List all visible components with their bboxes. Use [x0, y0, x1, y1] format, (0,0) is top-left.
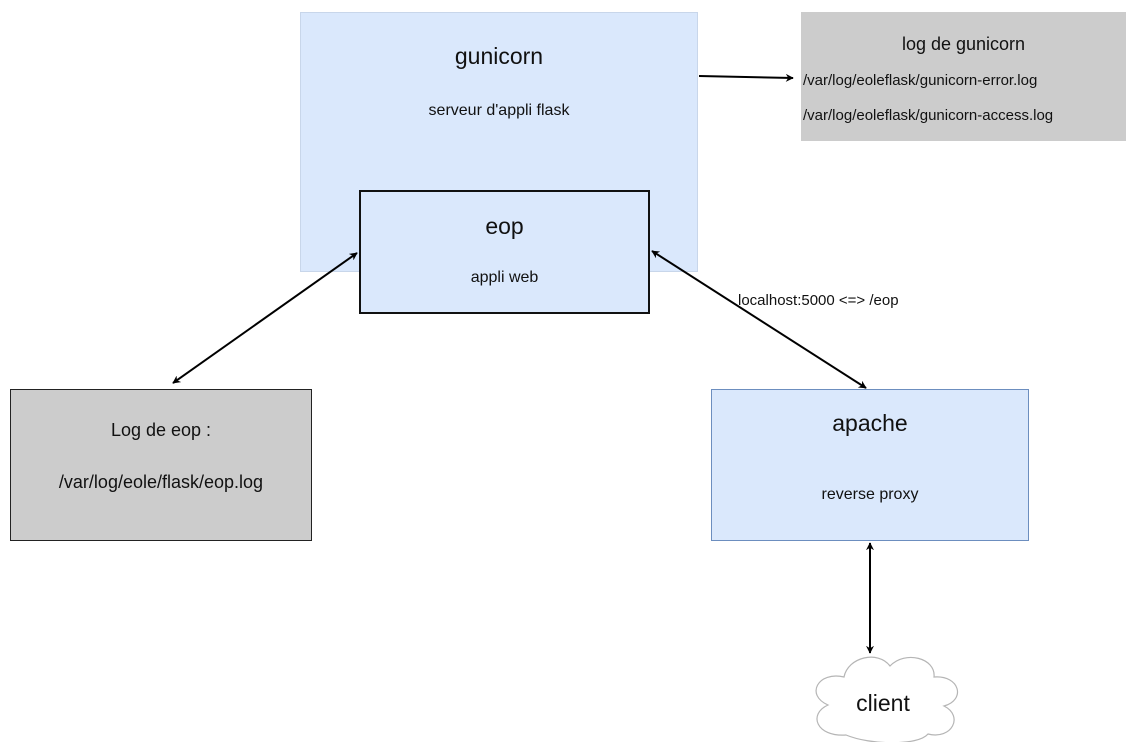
eop-log-title: Log de eop :: [110, 420, 212, 440]
eop-node: eop appli web: [359, 190, 650, 314]
apache-title: apache: [832, 410, 908, 436]
client-cloud-shape: [815, 656, 959, 742]
edge-eop-to-apache: [651, 250, 867, 389]
gunicorn-title: gunicorn: [454, 43, 544, 69]
edge-label-localhost: localhost:5000 <=> /eop: [738, 292, 899, 309]
gunicorn-subtitle: serveur d'appli flask: [428, 102, 570, 119]
gunicorn-log-node: log de gunicorn /var/log/eoleflask/gunic…: [801, 12, 1126, 141]
eop-subtitle: appli web: [470, 269, 539, 286]
eop-title: eop: [485, 213, 524, 239]
gunicorn-error-log-path: /var/log/eoleflask/gunicorn-error.log: [803, 72, 1038, 89]
apache-subtitle: reverse proxy: [821, 486, 919, 503]
client-label: client: [856, 690, 910, 716]
gunicorn-log-title: log de gunicorn: [901, 34, 1026, 54]
gunicorn-access-log-path: /var/log/eoleflask/gunicorn-access.log: [803, 107, 1054, 124]
edge-gunicorn-to-log: [698, 73, 794, 82]
edge-eop-to-log: [172, 252, 358, 384]
eop-log-node: Log de eop : /var/log/eole/flask/eop.log: [10, 389, 312, 541]
eop-log-path: /var/log/eole/flask/eop.log: [58, 472, 264, 492]
apache-node: apache reverse proxy: [711, 389, 1029, 541]
